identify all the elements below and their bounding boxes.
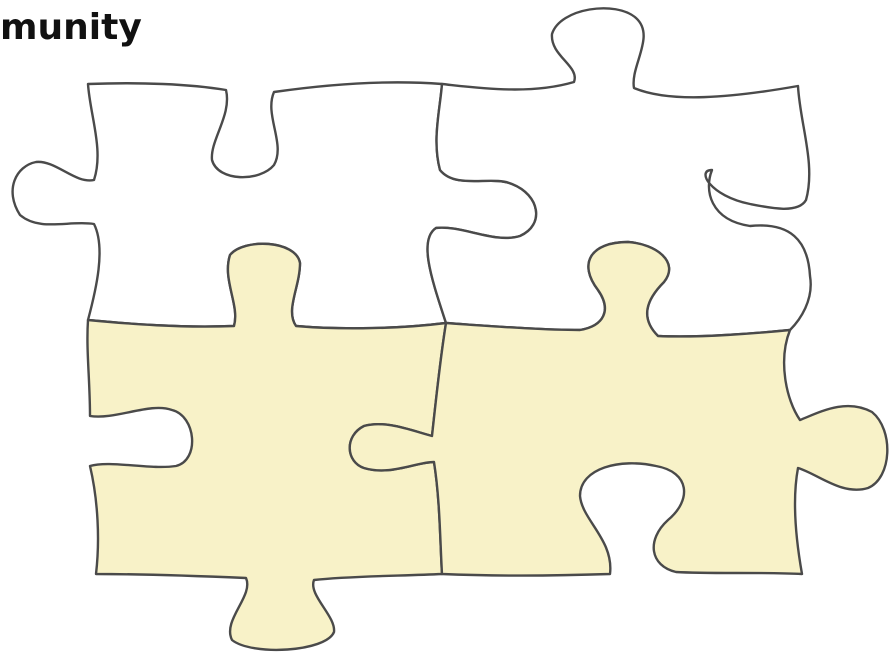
puzzle-diagram — [0, 0, 891, 657]
puzzle-illustration-page: munity — [0, 0, 891, 657]
